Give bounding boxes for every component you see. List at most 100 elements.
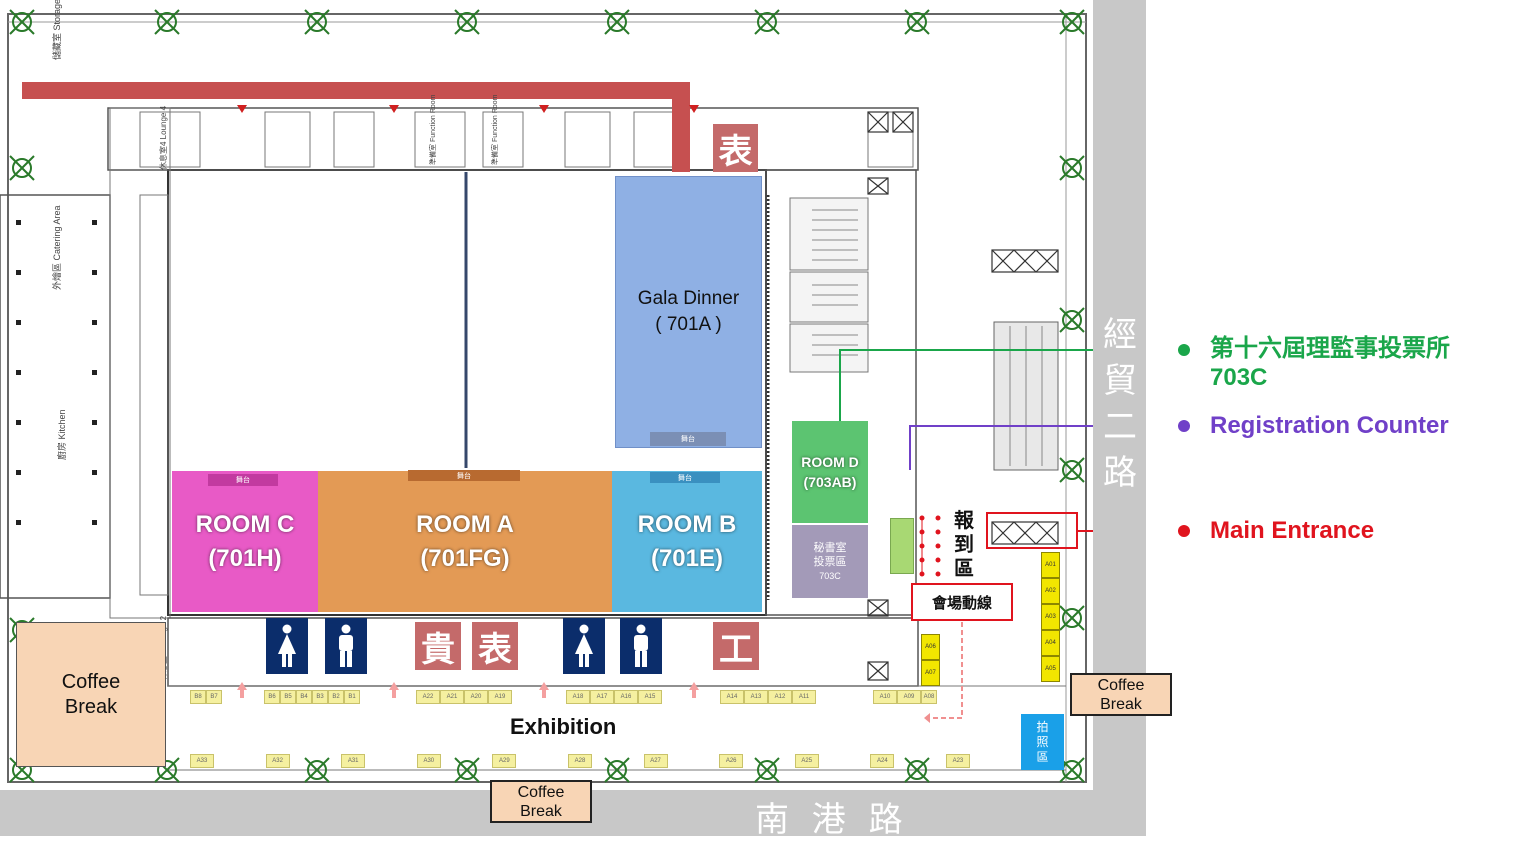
- booth[interactable]: A14: [720, 690, 744, 704]
- booth[interactable]: A02: [1041, 578, 1060, 604]
- coffee-line: Coffee: [1097, 676, 1145, 694]
- photo-char: 拍: [1036, 719, 1049, 734]
- coffee-break-left[interactable]: Coffee Break: [16, 622, 166, 767]
- booth[interactable]: A19: [488, 690, 512, 704]
- room-a[interactable]: ROOM A (701FG): [318, 471, 612, 612]
- booth[interactable]: A32: [265, 754, 290, 768]
- booth[interactable]: A24: [870, 754, 895, 768]
- room-gala-dinner[interactable]: Gala Dinner ( 701A ): [615, 176, 762, 448]
- booth[interactable]: A06: [921, 634, 940, 660]
- booth[interactable]: B7: [206, 690, 222, 704]
- booth[interactable]: A09: [897, 690, 921, 704]
- gala-stage: 舞台: [650, 432, 726, 446]
- floorplan-structure: [0, 9, 1093, 783]
- booth[interactable]: A03: [1041, 604, 1060, 630]
- booth[interactable]: A25: [794, 754, 819, 768]
- legend-dot-entrance: [1178, 525, 1190, 537]
- booth[interactable]: B3: [312, 690, 328, 704]
- coffee-break-bottom[interactable]: Coffee Break: [490, 780, 592, 823]
- coffee-line: Coffee: [61, 670, 121, 693]
- booth[interactable]: A13: [744, 690, 768, 704]
- booth[interactable]: A27: [643, 754, 668, 768]
- room-b-title: ROOM B: [637, 510, 737, 538]
- coffee-line: Coffee: [517, 783, 565, 801]
- booth[interactable]: B8: [190, 690, 206, 704]
- booth[interactable]: A16: [614, 690, 638, 704]
- booth[interactable]: A23: [945, 754, 970, 768]
- kitchen-label: 廚房 Kitchen: [57, 409, 67, 460]
- room-c-title: ROOM C: [195, 510, 295, 538]
- road-label-jingmao: 經 貿 二 路: [1098, 312, 1142, 496]
- road-char: 二: [1103, 407, 1137, 447]
- booth[interactable]: B2: [328, 690, 344, 704]
- booth-column-right: A01 A02 A03 A04 A05: [1041, 552, 1060, 682]
- tag-gong: 工: [713, 622, 759, 670]
- coffee-line: Break: [64, 695, 118, 718]
- booth[interactable]: A21: [440, 690, 464, 704]
- road-char: 貿: [1103, 361, 1137, 401]
- road-char: 路: [1103, 453, 1137, 493]
- room-d[interactable]: ROOM D (703AB): [792, 421, 868, 523]
- booth[interactable]: A10: [873, 690, 897, 704]
- booth[interactable]: A33: [190, 754, 214, 768]
- booth[interactable]: A30: [416, 754, 441, 768]
- booth[interactable]: A08: [921, 690, 937, 704]
- storage-label: 儲藏室 Storage: [52, 0, 62, 60]
- booth[interactable]: A28: [567, 754, 592, 768]
- main-entrance-marker[interactable]: [986, 512, 1078, 549]
- booth[interactable]: A01: [1041, 552, 1060, 578]
- booth[interactable]: A18: [566, 690, 590, 704]
- registration-char: 到: [954, 532, 974, 556]
- lounge4-label: 休息室4 Lounge 4: [159, 105, 168, 170]
- booth-row-bottom: A33 A32 A31 A30 A29 A28 A27 A26 A25 A24 …: [190, 754, 970, 768]
- gala-code: ( 701A ): [655, 314, 722, 335]
- booth[interactable]: A17: [590, 690, 614, 704]
- room-a-code: (701FG): [420, 544, 510, 572]
- restroom-male-icon: [325, 618, 367, 674]
- booth-row-a-mid: A22 A21 A20 A19: [416, 690, 512, 704]
- road-label-nangang: 南 港 路: [755, 800, 909, 840]
- registration-char: 報: [954, 508, 974, 532]
- booth-row-b: B8 B7 B6 B5 B4 B3 B2 B1: [190, 690, 360, 704]
- catering-label: 外燴區 Catering Area: [52, 205, 62, 290]
- booth[interactable]: A29: [492, 754, 517, 768]
- booth[interactable]: A31: [341, 754, 366, 768]
- tag-biao-top: 表: [713, 124, 758, 172]
- booth-row-a-mid2: A18 A17 A16 A15: [566, 690, 662, 704]
- restroom-male-icon: [620, 618, 662, 674]
- tag-gui: 貴: [415, 622, 461, 670]
- booth[interactable]: A04: [1041, 630, 1060, 656]
- booth[interactable]: A05: [1041, 656, 1060, 682]
- booth-column-center: A06 A07: [921, 634, 940, 686]
- coffee-break-right[interactable]: Coffee Break: [1070, 673, 1172, 716]
- gala-title: Gala Dinner: [637, 288, 740, 309]
- flow-route-box: 會場動線: [911, 583, 1013, 621]
- secretariat-room[interactable]: 秘書室 投票區 703C: [792, 525, 868, 598]
- room-c-code: (701H): [208, 544, 282, 572]
- registration-area-label: 報 到 區: [950, 508, 978, 580]
- booth[interactable]: B6: [264, 690, 280, 704]
- coffee-line: Break: [1100, 695, 1142, 713]
- booth[interactable]: A15: [638, 690, 662, 704]
- booth[interactable]: A11: [792, 690, 816, 704]
- room-d-code: (703AB): [803, 474, 857, 490]
- booth[interactable]: A26: [719, 754, 744, 768]
- room-c[interactable]: ROOM C (701H): [172, 471, 318, 612]
- booth[interactable]: A20: [464, 690, 488, 704]
- room-b-code: (701E): [650, 544, 724, 572]
- room-b[interactable]: ROOM B (701E): [612, 471, 762, 612]
- booth[interactable]: B4: [296, 690, 312, 704]
- legend-dot-voting: [1178, 344, 1190, 356]
- booth-row-a-far: A10 A09 A08: [873, 690, 937, 704]
- booth[interactable]: B5: [280, 690, 296, 704]
- restroom-female-icon: [266, 618, 308, 674]
- photo-area[interactable]: 拍 照 區: [1021, 714, 1064, 770]
- booth[interactable]: A12: [768, 690, 792, 704]
- booth[interactable]: A07: [921, 660, 940, 686]
- room-b-stage: 舞台: [650, 472, 720, 483]
- legend-entrance-label: Main Entrance: [1210, 517, 1375, 544]
- legend-dot-registration: [1178, 420, 1190, 432]
- booth[interactable]: B1: [344, 690, 360, 704]
- legend-voting-label: 第十六屆理監事投票所: [1210, 335, 1450, 362]
- booth[interactable]: A22: [416, 690, 440, 704]
